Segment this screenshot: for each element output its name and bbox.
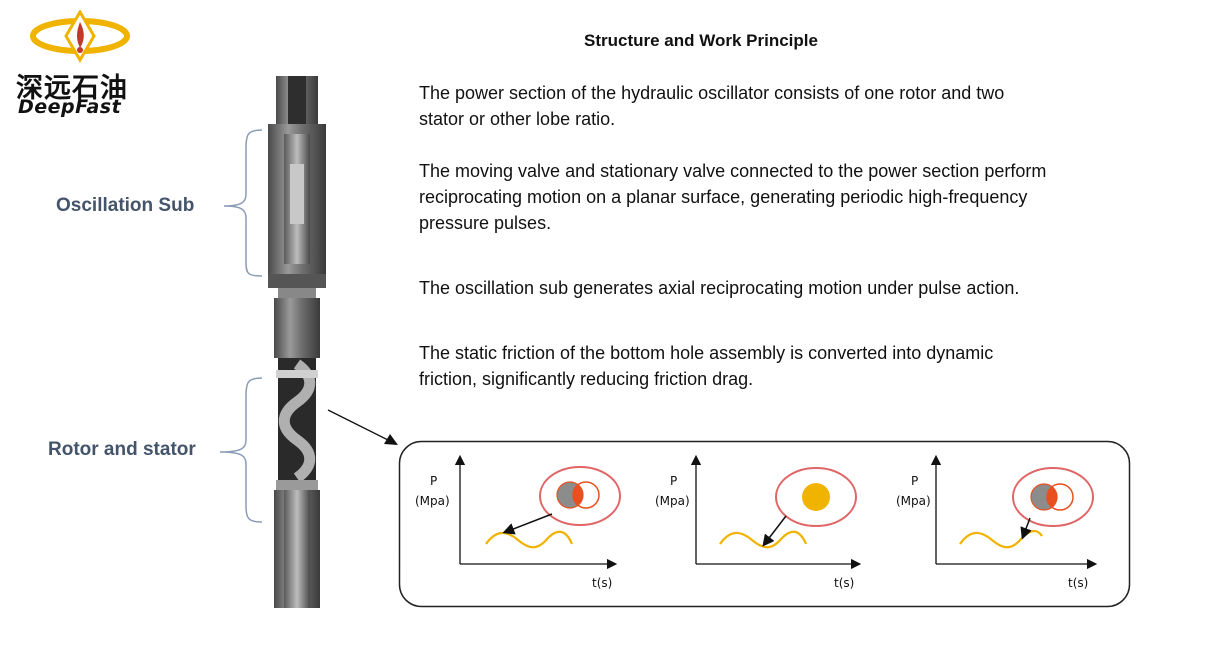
- panel-3: P (Mpa) t(s): [896, 454, 1098, 590]
- rotor-stator-bracket: [219, 377, 263, 523]
- pressure-wave: [959, 529, 1043, 549]
- pointer-arrow-icon: [327, 409, 398, 445]
- y-axis-unit: (Mpa): [415, 494, 450, 508]
- page-title: Structure and Work Principle: [584, 31, 818, 50]
- pressure-wave: [719, 530, 808, 549]
- pressure-pulse-panels: P (Mpa) t(s) P (Mpa) t(s) P (Mpa) t(s): [398, 440, 1131, 608]
- paragraph-line: reciprocating motion on a planar surface…: [419, 187, 1028, 207]
- y-axis-unit: (Mpa): [655, 494, 690, 508]
- paragraph-power-section: The power section of the hydraulic oscil…: [419, 80, 1139, 132]
- panel-1: P (Mpa) t(s): [415, 454, 621, 590]
- y-axis-unit: (Mpa): [896, 494, 931, 508]
- oscillator-tool-illustration: [268, 76, 326, 608]
- paragraph-line: The oscillation sub generates axial reci…: [419, 278, 1020, 298]
- x-axis-label: t(s): [592, 576, 612, 590]
- y-axis-label: P: [430, 474, 437, 488]
- x-axis-label: t(s): [834, 576, 854, 590]
- paragraph-line: The static friction of the bottom hole a…: [419, 343, 994, 363]
- y-axis-label: P: [911, 474, 918, 488]
- y-axis-label: P: [670, 474, 677, 488]
- oscillation-sub-label: Oscillation Sub: [56, 195, 195, 216]
- panels-frame: [398, 440, 1131, 608]
- logo-text-cn: 深远石油: [16, 73, 128, 104]
- logo-mark-icon: [30, 10, 130, 63]
- paragraph-valves: The moving valve and stationary valve co…: [419, 158, 1139, 236]
- x-axis-label: t(s): [1068, 576, 1088, 590]
- panel-2: P (Mpa) t(s): [655, 454, 862, 590]
- rotor-stator-label: Rotor and stator: [48, 439, 196, 460]
- valve-overlap: [572, 484, 584, 506]
- callout-arrow: [502, 513, 553, 535]
- valve-yellow: [802, 483, 830, 511]
- paragraph-line: friction, significantly reducing frictio…: [419, 369, 754, 389]
- paragraph-line: stator or other lobe ratio.: [419, 109, 616, 129]
- paragraph-line: pressure pulses.: [419, 213, 552, 233]
- paragraph-oscillation-sub: The oscillation sub generates axial reci…: [419, 275, 1139, 301]
- logo-text-en: DeepFast: [18, 96, 122, 118]
- paragraph-friction: The static friction of the bottom hole a…: [419, 340, 1139, 392]
- paragraph-line: The moving valve and stationary valve co…: [419, 161, 1047, 181]
- oscillation-sub-bracket: [223, 129, 263, 277]
- valve-overlap: [1046, 486, 1058, 508]
- callout-arrow: [762, 515, 787, 547]
- paragraph-line: The power section of the hydraulic oscil…: [419, 83, 1005, 103]
- pressure-wave: [485, 530, 574, 549]
- callout-arrow: [1020, 517, 1032, 540]
